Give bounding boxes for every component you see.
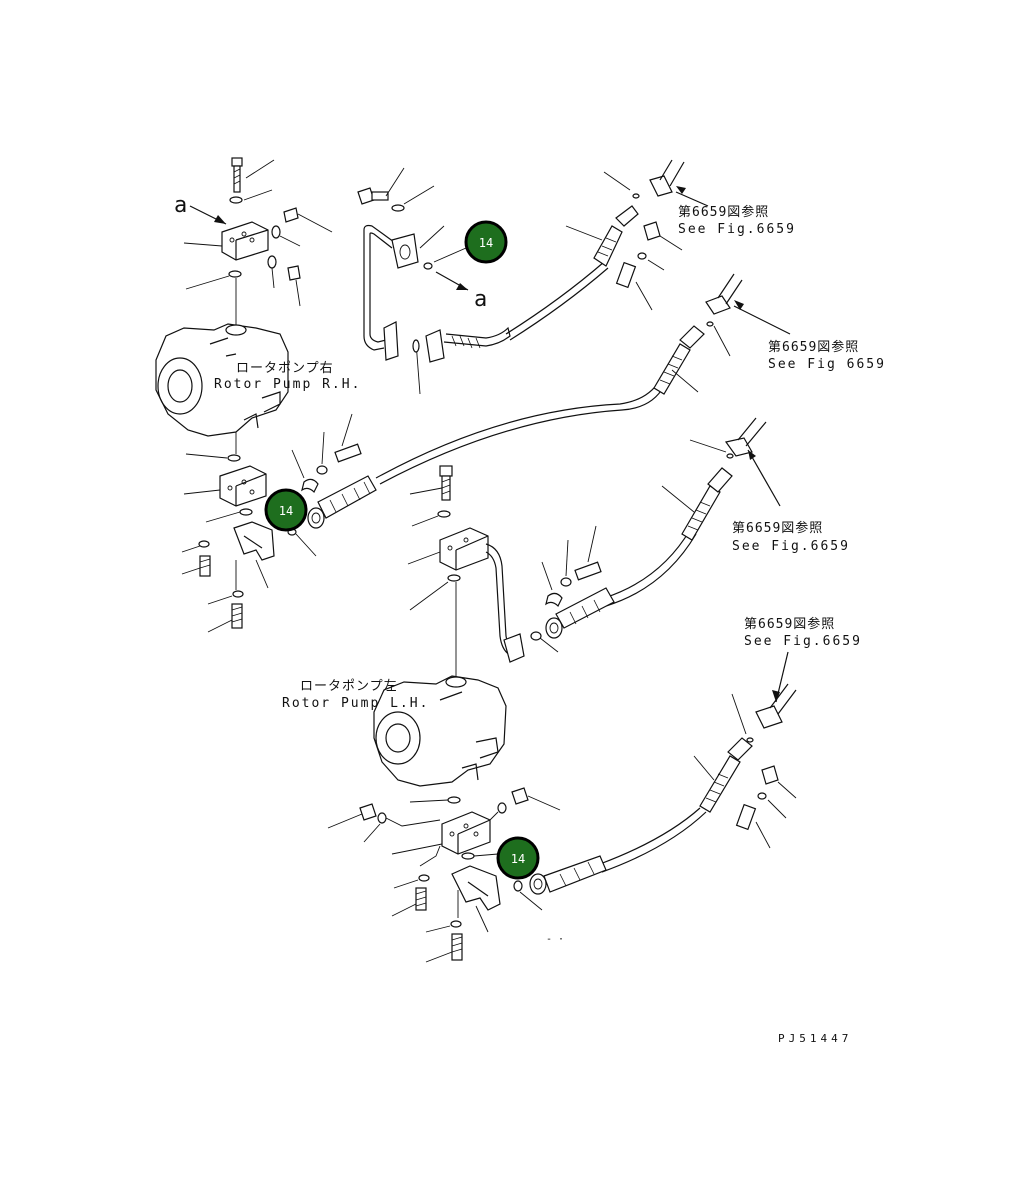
hose-middle: 第6659図参照 See Fig 6659: [375, 273, 886, 485]
reference-2-jp: 第6659図参照: [768, 339, 859, 355]
view-marker-a-pipe: a: [474, 287, 487, 312]
callout-14-bottom[interactable]: 14: [496, 836, 540, 880]
svg-text:- ·: - ·: [546, 934, 564, 945]
rotor-pump-left: ロータポンプ左 Rotor Pump L.H.: [282, 675, 507, 787]
reference-3-en: See Fig.6659: [732, 539, 850, 554]
pump-right-en: Rotor Pump R.H.: [214, 377, 361, 392]
callout-14-top[interactable]: 14: [433, 220, 508, 264]
svg-text:14: 14: [479, 236, 493, 250]
reference-3-jp: 第6659図参照: [732, 520, 823, 536]
reference-1-jp: 第6659図参照: [678, 204, 769, 220]
view-marker-a-top: a: [174, 193, 227, 225]
hose-left-pump-lower: 第6659図参照 See Fig.6659: [513, 616, 862, 911]
pump-left-en: Rotor Pump L.H.: [282, 696, 429, 711]
valve-block-upper-right-pump: [183, 221, 269, 326]
hose-upper: [505, 171, 683, 341]
reference-4-en: See Fig.6659: [744, 634, 862, 649]
drawing-code: PJ51447: [778, 1032, 852, 1045]
valve-block-upper-left-pump: [407, 527, 559, 678]
valve-block-lower-left-pump: - ·: [327, 787, 564, 963]
valve-block-lower-right-pump: [181, 453, 275, 633]
svg-text:14: 14: [279, 504, 293, 518]
hose-left-pump-upper: 第6659図参照 See Fig.6659: [541, 417, 850, 639]
pump-left-jp: ロータポンプ左: [300, 679, 398, 694]
callout-14-middle[interactable]: 14: [264, 488, 308, 532]
reference-2-en: See Fig 6659: [768, 357, 886, 372]
svg-text:14: 14: [511, 852, 525, 866]
svg-text:a: a: [174, 193, 187, 218]
pump-right-jp: ロータポンプ右: [236, 361, 334, 376]
rotor-pump-right: ロータポンプ右 Rotor Pump R.H.: [155, 323, 361, 454]
hose-end-right-pump: [287, 413, 377, 557]
plugs-upper: [267, 207, 333, 307]
reference-1-en: See Fig.6659: [678, 222, 796, 237]
reference-4-jp: 第6659図参照: [744, 616, 835, 632]
upper-pipe-assembly: a: [357, 167, 511, 395]
reference-flange-1: 第6659図参照 See Fig.6659: [649, 159, 796, 237]
bolt-top-left: [229, 157, 275, 204]
bolt-middle: [409, 465, 453, 527]
